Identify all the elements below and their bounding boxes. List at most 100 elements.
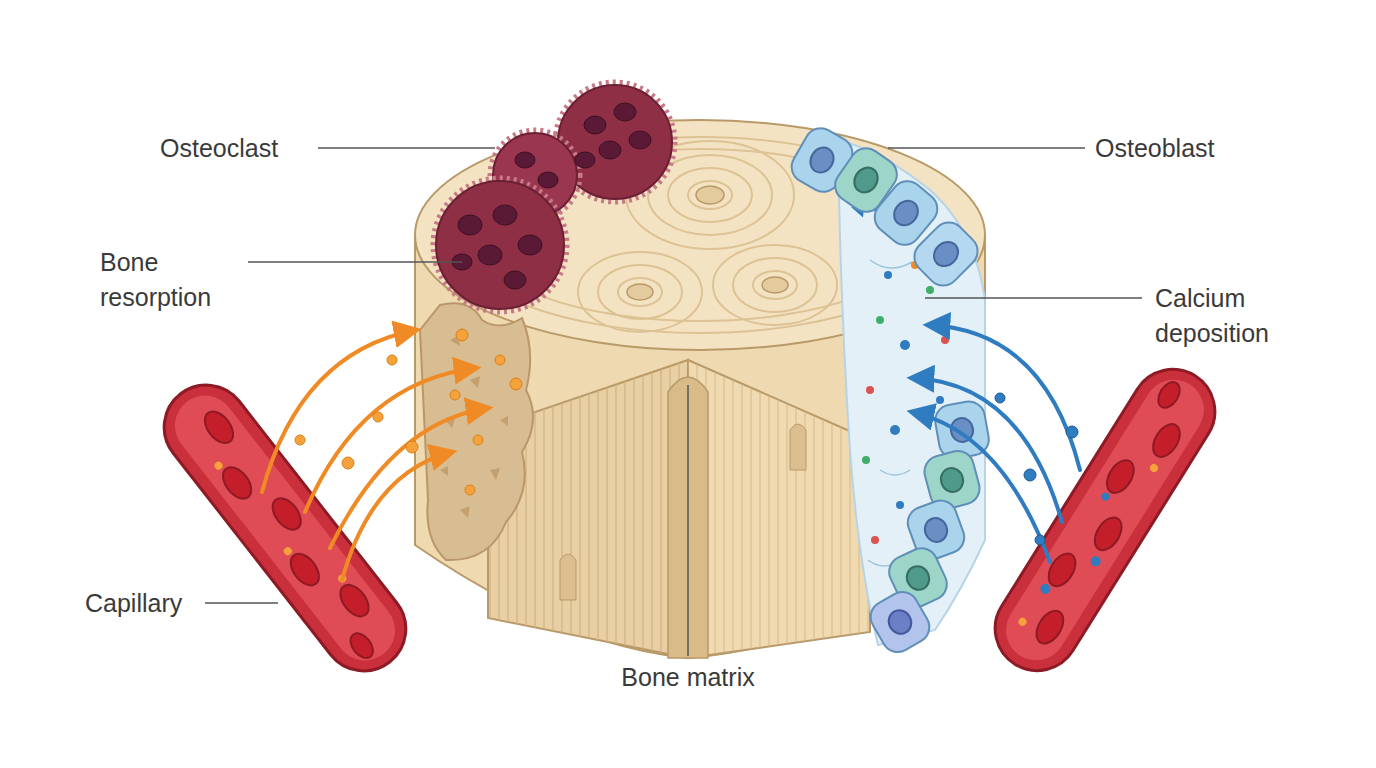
resorption-pit [460,506,470,518]
capillary-vessel [335,580,375,622]
deposition-arrow [912,325,1080,562]
capillary-vessel [1017,616,1028,627]
osteoblast-cell [922,515,951,545]
resorption-arrow [262,330,416,492]
resorption-pit [465,485,475,495]
osteoclast-cell [493,205,517,225]
leader-line [687,385,689,656]
capillary-vessel [282,546,293,557]
part-label: Calcium deposition [1155,281,1320,351]
osteoclast-cell [478,245,502,265]
capillary-vessel [217,462,257,504]
deposition-arrow [912,412,1050,562]
osteoclast-cell [433,82,675,312]
deposition-layer [838,140,985,645]
haversian-canal [762,277,788,293]
deposition-layer [936,396,944,404]
osteoblast-cell [806,143,838,177]
osteon-rings [753,271,797,299]
deposition-layer [890,425,900,435]
deposition-layer [880,470,910,475]
cut-faces [560,554,576,600]
cut-faces [688,360,870,658]
resorption-pit [473,435,483,445]
ion-dot [995,393,1005,403]
osteoclast-cell [614,103,636,121]
deposition-layer [838,140,985,645]
resorption-pit [510,378,522,390]
capillary-vessel [183,406,396,662]
part-label: Osteoblast [1095,131,1295,166]
ion-dot [342,457,354,469]
resorption-pit [420,303,533,560]
osteoblast-cell [884,606,915,638]
haversian-canal [627,186,788,300]
capillary-vessel [285,549,325,591]
capillary-vessel [1017,447,1159,644]
capillary-vessel [1148,419,1186,461]
capillary-vessel [1014,378,1204,648]
ion-dot [1066,426,1078,438]
part-label: Osteoclast [160,131,360,166]
osteoclast-cell [538,172,558,188]
deposition-arrow [928,325,1080,470]
resorption-pit [490,468,500,480]
ion-dot [387,355,397,365]
capillary-vessel [995,368,1215,671]
leader-line [925,297,1142,299]
bone-body [415,120,985,658]
ion-dot [373,412,383,422]
capillary-vessel [1101,455,1139,497]
capillary-vessel [979,354,1230,687]
capillary-vessel [1031,606,1069,648]
resorption-pit [500,416,508,426]
capillary-vessel [979,354,1230,687]
part-label: Bone matrix [588,660,788,695]
capillary-vessel [1039,582,1053,596]
osteoclast-cell [504,271,526,289]
ion-dot [406,441,418,453]
osteon-rings [733,258,817,312]
deposition-layer [862,456,870,464]
osteoclast-cell [629,131,651,149]
capillary-vessel [346,629,377,662]
leader-line [205,148,1142,656]
resorption-arrow [330,408,488,548]
resorption-pit [470,376,480,388]
cut-faces [688,360,870,658]
resorption-pit [440,466,448,476]
haversian-canal [696,186,724,204]
capillary-vessel [1148,463,1159,474]
resorption-pit [450,390,460,400]
capillary-vessel [1154,378,1184,411]
osteon-rings [618,278,662,306]
resorption-pit [495,355,505,365]
cut-faces [668,377,708,658]
leader-line [888,147,1085,149]
capillary-vessel [1039,490,1134,611]
leader-line [318,147,495,149]
osteoblast-cell [889,196,923,230]
capillary-vessel [147,368,423,688]
osteon-rings [688,181,732,209]
osteoblast-cell [865,586,935,658]
osteoclast-cell [452,103,651,289]
capillary-vessel [1089,554,1103,568]
osteoclast-cell [433,178,567,312]
osteoclast-cell [515,152,535,168]
osteoblast-cell [850,163,883,197]
ion-dot [295,435,305,445]
capillary-vessel [199,406,239,448]
capillary-vessel [267,493,307,535]
osteoclast-cell [599,141,621,159]
resorption-pit [420,303,533,560]
ion-dot [295,355,418,469]
osteoblast-cell [903,562,933,593]
ion-dot [1035,535,1045,545]
osteon-rings [598,265,682,319]
capillary-vessel [1100,491,1111,502]
deposition-layer [941,336,949,344]
deposition-arrow [912,378,1062,522]
resorption-pit [456,329,468,341]
osteoclast-cell [584,116,606,134]
